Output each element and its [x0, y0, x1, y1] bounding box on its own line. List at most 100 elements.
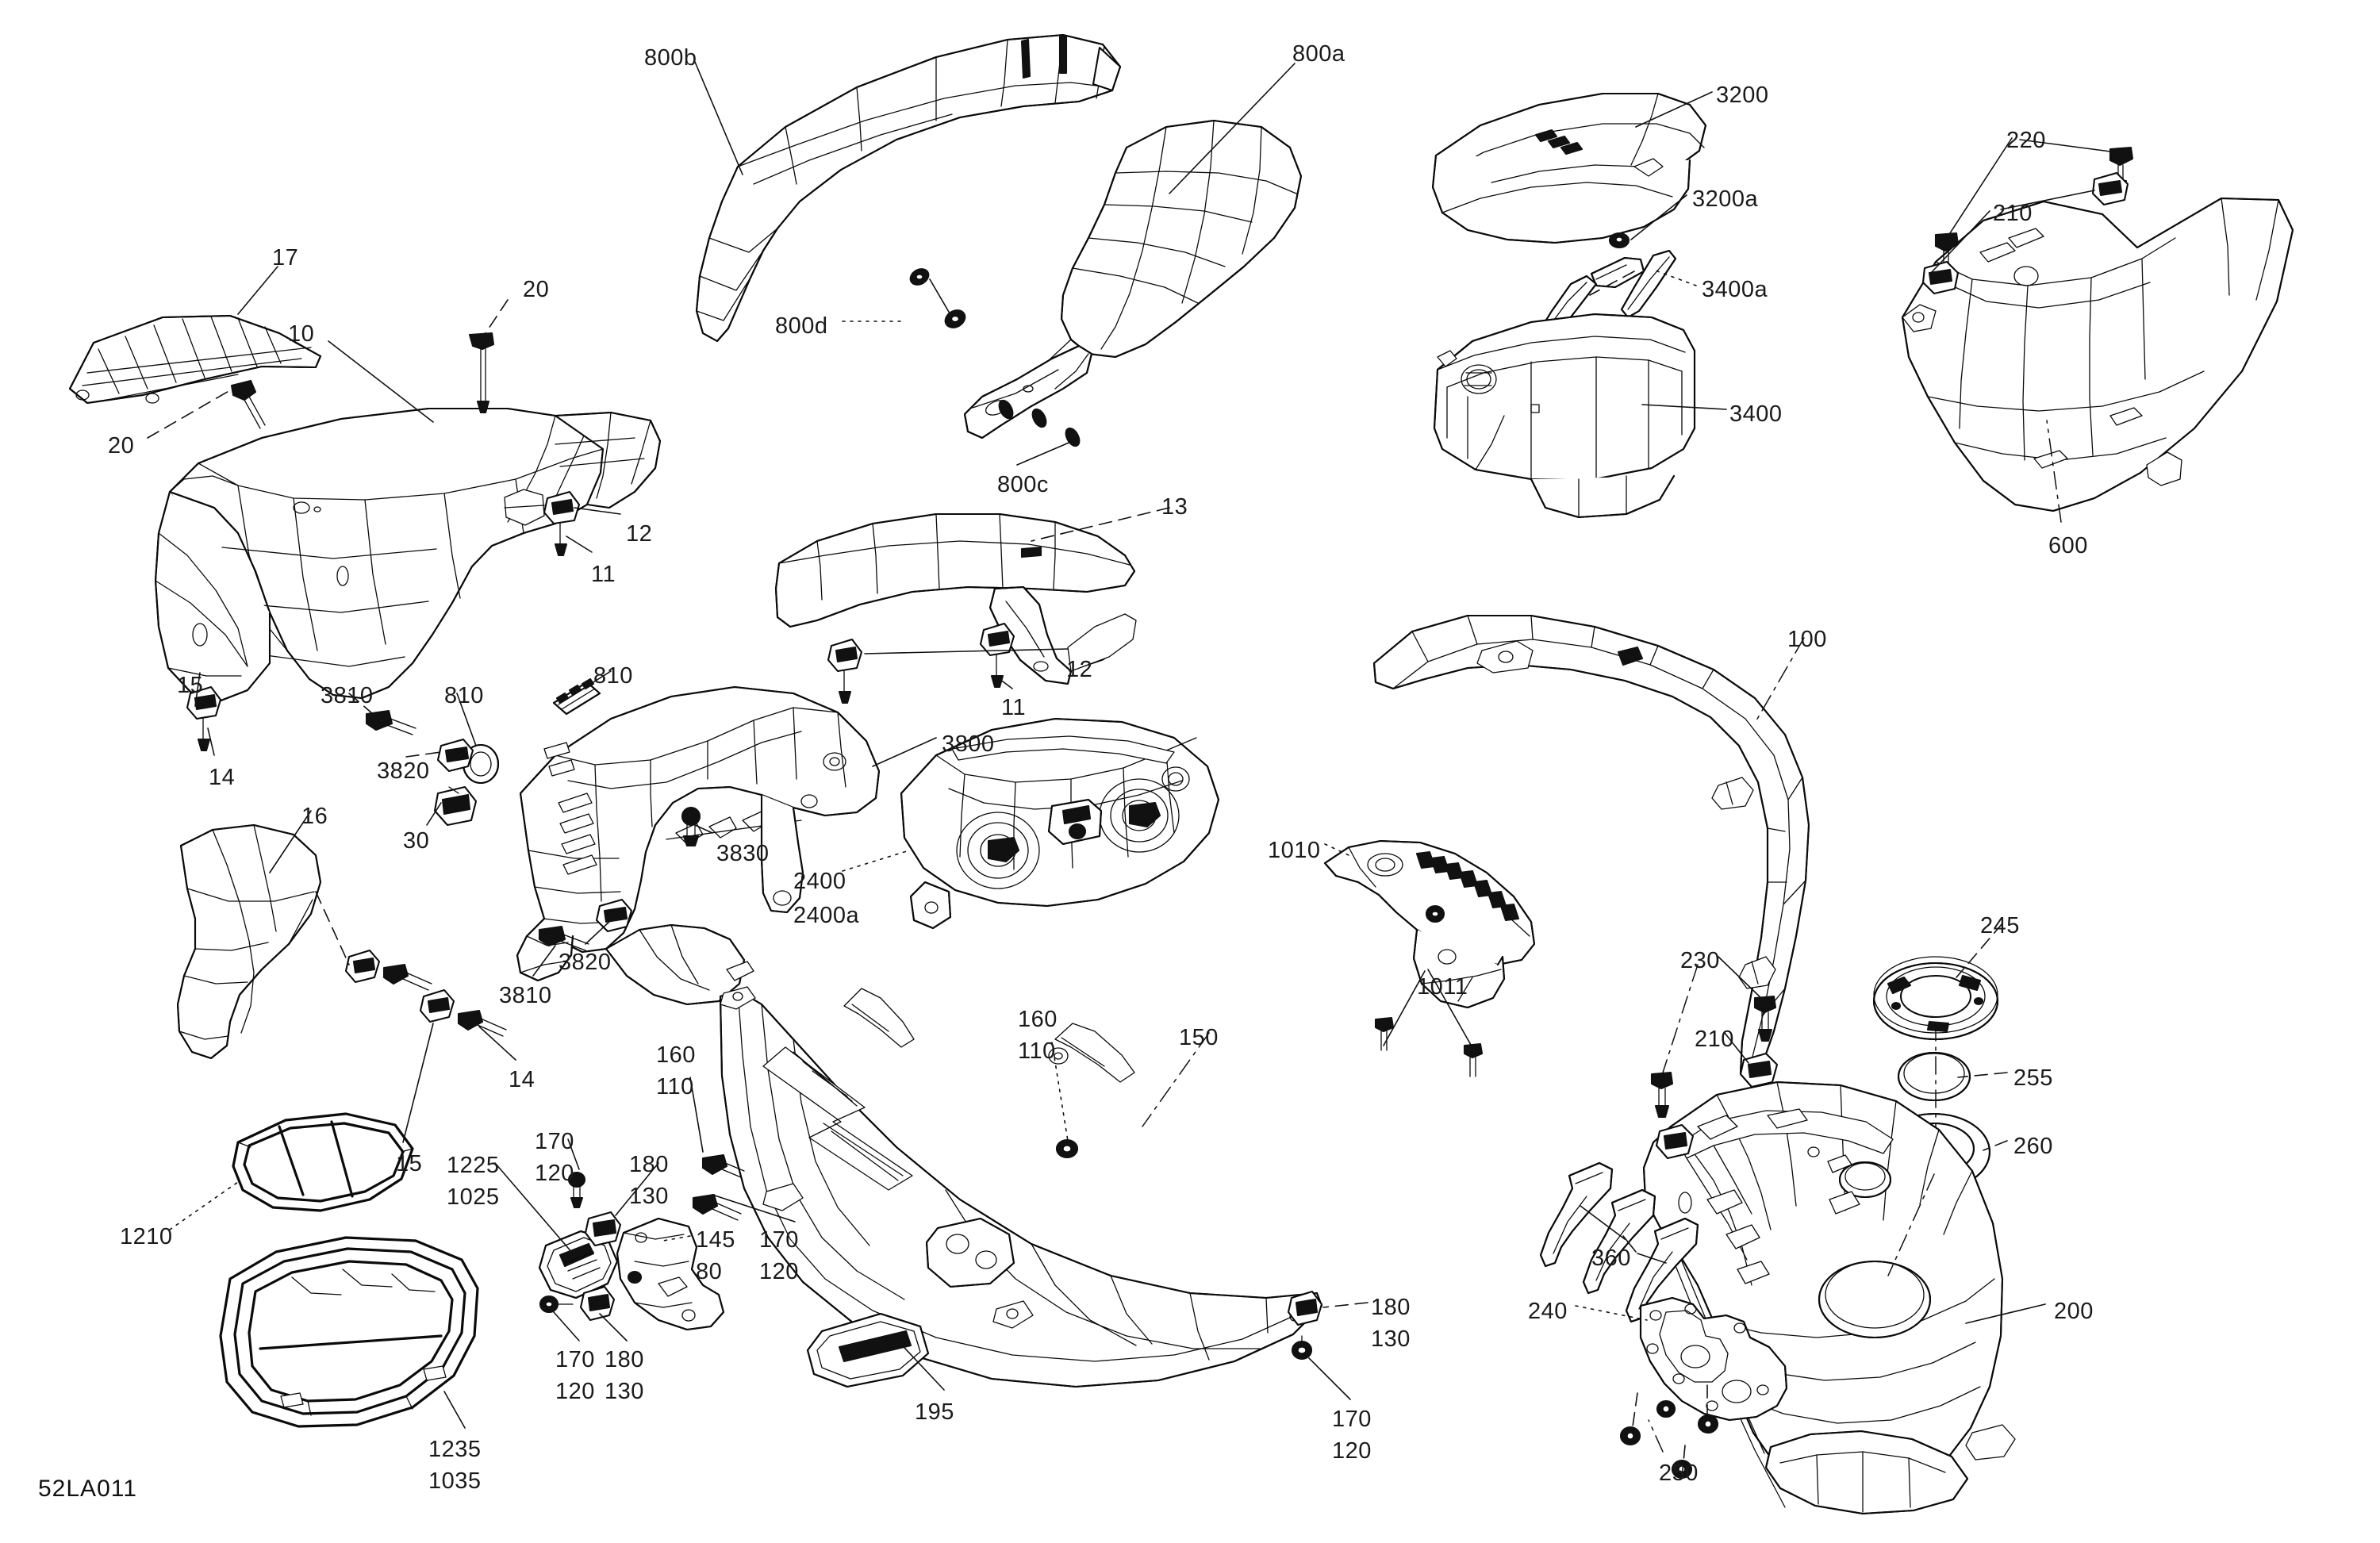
callout-160-b: 160: [1018, 1007, 1058, 1032]
callout-1011: 1011: [1417, 974, 1468, 1000]
callout-110-b: 110: [1018, 1038, 1056, 1064]
callout-170-a: 170: [535, 1129, 574, 1154]
callout-110-a: 110: [656, 1074, 694, 1100]
fastener-11-screw-part13: [979, 622, 1015, 689]
fastener-230-screw-b: [1650, 1071, 1674, 1119]
fastener-210-clip-b: [1655, 1123, 1695, 1160]
callout-195: 195: [915, 1399, 954, 1425]
part-240-mounting-pl极ate: [1639, 1296, 1788, 1422]
callout-11-b: 11: [1001, 695, 1027, 720]
fastener-3810-screw-lower: [538, 925, 589, 951]
callout-14-a: 14: [209, 765, 236, 790]
part-3200-storage-lid: [1431, 92, 1707, 244]
fastener-160-110-right: [1055, 1138, 1079, 1159]
callout-12-b: 12: [1066, 657, 1093, 682]
fastener-230-screw-a: [1753, 995, 1777, 1042]
callout-100: 100: [1787, 627, 1827, 652]
fastener-12-clip-part13: [827, 638, 863, 704]
callout-30-a: 30: [403, 828, 430, 854]
callout-3820-b: 3820: [559, 950, 612, 975]
callout-240: 240: [1528, 1299, 1568, 1324]
fastener-12-clip-right: [543, 490, 581, 557]
callout-3200: 3200: [1716, 83, 1769, 108]
fastener-170-120-panel-left: [692, 1193, 742, 1221]
fastener-3200a-grommet: [1608, 232, 1630, 249]
callout-3800: 3800: [942, 731, 995, 757]
callout-220: 220: [2006, 128, 2046, 153]
fastener-180-130-panel-right: [1287, 1290, 1323, 1326]
callout-800d: 800d: [775, 313, 828, 339]
callout-1025: 1025: [447, 1184, 500, 1210]
callout-170-c: 170: [759, 1227, 799, 1253]
callout-2400a: 2400a: [793, 903, 860, 928]
fastener-170-120-lower: [539, 1295, 574, 1314]
part-10-lower-wing: [154, 490, 271, 703]
fastener-180-130-lower: [579, 1285, 616, 1322]
part-800b-upper-trim: [695, 33, 1122, 343]
callout-15-b: 15: [396, 1151, 423, 1176]
part-100-right-rail: [1372, 614, 1810, 1080]
fastener-210-clip-upper: [2091, 171, 2129, 206]
part-600-right-side-panel: [1901, 197, 2294, 512]
callout-80: 80: [696, 1259, 723, 1284]
callout-11-a: 11: [591, 562, 616, 587]
callout-255: 255: [2013, 1065, 2053, 1091]
callout-250: 250: [1659, 1460, 1699, 1486]
part-1235-vent-frame-large: [219, 1236, 479, 1428]
fastener-30-clip: [433, 785, 478, 827]
part-255-gasket-ring: [1897, 1051, 1971, 1102]
part-3830-ball-stud: [681, 806, 701, 847]
part-2400-headlight-assembly: [900, 717, 1220, 930]
callout-1035: 1035: [428, 1468, 482, 1494]
callout-800a: 800a: [1292, 41, 1345, 67]
callout-1225: 1225: [447, 1153, 500, 1178]
fastener-3820-clip-upper: [436, 738, 474, 773]
callout-130-c: 130: [1371, 1326, 1411, 1352]
callout-230: 230: [1680, 948, 1720, 973]
callout-1210: 1210: [120, 1224, 173, 1249]
fastener-210-clip-a: [1739, 1052, 1779, 1088]
part-245-bezel-ring: [1872, 956, 1999, 1041]
callout-800c: 800c: [997, 472, 1049, 497]
callout-150: 150: [1179, 1025, 1219, 1050]
callout-3830: 3830: [716, 841, 770, 866]
callout-130-b: 130: [605, 1379, 644, 1404]
fastener-14-screw-duct: [382, 963, 432, 991]
part-360-bumpers: [1539, 1161, 1699, 1323]
callout-16: 16: [301, 804, 328, 829]
fastener-800c-rivets: [998, 399, 1081, 447]
callout-20-a: 20: [523, 277, 550, 302]
callout-810-b: 810: [593, 663, 633, 689]
fastener-180-130-upper: [584, 1211, 622, 1247]
callout-3810-a: 3810: [321, 683, 374, 708]
callout-3400a: 3400a: [1702, 277, 1768, 302]
callout-600: 600: [2048, 533, 2088, 558]
callout-160-a: 160: [656, 1042, 696, 1068]
callout-3400: 3400: [1729, 401, 1783, 427]
part-10-right-bracket: [504, 411, 662, 526]
callout-210-bottom: 210: [1695, 1027, 1734, 1052]
fastener-170-120-upper: [567, 1171, 586, 1209]
callout-200: 200: [2054, 1299, 2094, 1324]
fastener-20-screw-top: [468, 332, 495, 414]
callout-130-a: 130: [629, 1184, 669, 1209]
callout-13: 13: [1161, 494, 1188, 520]
part-3400-storage-box: [1433, 313, 1696, 519]
callout-3200a: 3200a: [1692, 186, 1759, 212]
fastener-3810-screw-upper: [365, 709, 416, 735]
fastener-14-screw-duct-2: [457, 1009, 507, 1037]
callout-170-b: 170: [555, 1347, 595, 1372]
part-16-left-duct: [176, 823, 322, 1060]
callout-14-b: 14: [509, 1067, 536, 1092]
callout-17: 17: [272, 245, 299, 271]
part-145-bracket: [616, 1217, 725, 1331]
fastener-15-clip-duct-2: [419, 988, 455, 1023]
fastener-170-120-panel-right: [1291, 1335, 1313, 1361]
callout-170-d: 170: [1332, 1407, 1372, 1432]
callout-10: 10: [288, 321, 315, 347]
callout-120-b: 120: [555, 1379, 595, 1404]
callout-1235: 1235: [428, 1437, 482, 1462]
fastener-20-screw-left: [230, 379, 266, 429]
